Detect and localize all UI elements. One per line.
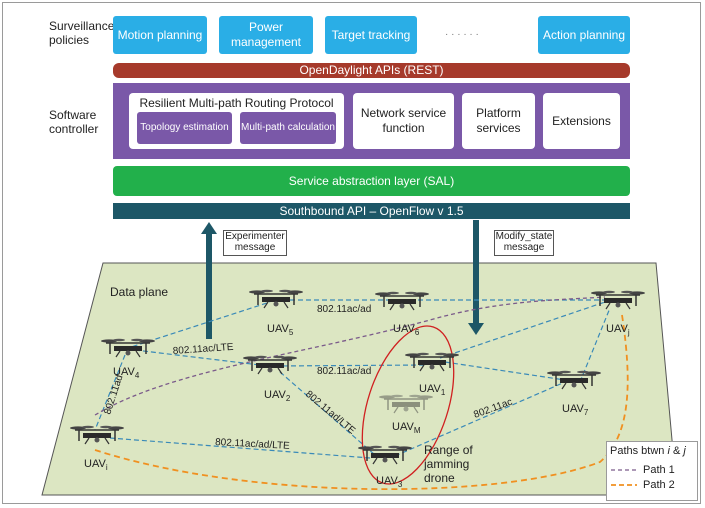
links xyxy=(94,299,611,459)
uav6-label: UAV6 xyxy=(393,323,420,337)
uplink-arrow-head xyxy=(201,222,217,234)
policies-ellipsis: · · · · · · xyxy=(445,29,479,40)
rmrp-title: Resilient Multi-path Routing Protocol xyxy=(139,96,334,110)
legend-box: Paths btwn i & j Path 1 Path 2 xyxy=(606,441,698,501)
path-1-route xyxy=(94,296,606,416)
experimenter-message-box: Experimenter message xyxy=(223,230,287,256)
figure-frame xyxy=(2,2,701,504)
legend-path-2: Path 2 xyxy=(643,479,675,491)
software-controller-label: Software controller xyxy=(49,108,99,136)
uplink-arrow-shaft xyxy=(206,233,212,339)
network-service-function-box: Network service function xyxy=(353,93,454,149)
jamming-range-label: Range of jamming drone xyxy=(424,443,473,485)
link-label-5-6: 802.11ac/ad xyxy=(317,304,371,315)
legend-swatches xyxy=(611,469,637,486)
uav1-label: UAV1 xyxy=(419,383,446,397)
action-planning-box: Action planning xyxy=(538,16,630,54)
platform-services-box: Platform services xyxy=(462,93,535,149)
uav2-label: UAV2 xyxy=(264,389,291,403)
extensions-box: Extensions xyxy=(543,93,620,149)
motion-planning-box: Motion planning xyxy=(113,16,207,54)
legend-path-1: Path 1 xyxy=(643,464,675,476)
link-label-4-2: 802.11ac/LTE xyxy=(172,342,234,357)
power-management-box: Power management xyxy=(219,16,313,54)
uav4-label: UAV4 xyxy=(113,366,140,380)
link-label-2-1: 802.11ac/ad xyxy=(317,366,371,377)
target-tracking-box: Target tracking xyxy=(325,16,417,54)
uavm-label: UAVM xyxy=(392,421,421,435)
opendaylight-apis-bar: OpenDaylight APIs (REST) xyxy=(113,63,630,78)
uav5-label: UAV5 xyxy=(267,323,294,337)
uav3-label: UAV3 xyxy=(376,475,403,489)
path-2-route xyxy=(94,314,629,491)
legend-title: Paths btwn i & j xyxy=(610,445,686,457)
surveillance-policies-label: Surveillance policies xyxy=(49,19,115,47)
data-plane-title: Data plane xyxy=(110,285,168,299)
uavj-label: UAVj xyxy=(606,323,630,337)
southbound-api-bar: Southbound API – OpenFlow v 1.5 xyxy=(113,203,630,219)
modify-state-message-box: Modify_state message xyxy=(494,230,554,256)
topology-estimation-box: Topology estimation xyxy=(137,112,232,144)
link-label-i-3: 802.11ac/ad/LTE xyxy=(215,437,290,452)
multipath-calculation-box: Multi-path calculation xyxy=(240,112,336,144)
jamming-range-ellipse xyxy=(361,325,455,485)
uav7-label: UAV7 xyxy=(562,403,589,417)
downlink-arrow-head xyxy=(468,323,484,335)
service-abstraction-layer-bar: Service abstraction layer (SAL) xyxy=(113,166,630,196)
downlink-arrow-shaft xyxy=(473,220,479,324)
uavi-label: UAVi xyxy=(84,458,108,472)
